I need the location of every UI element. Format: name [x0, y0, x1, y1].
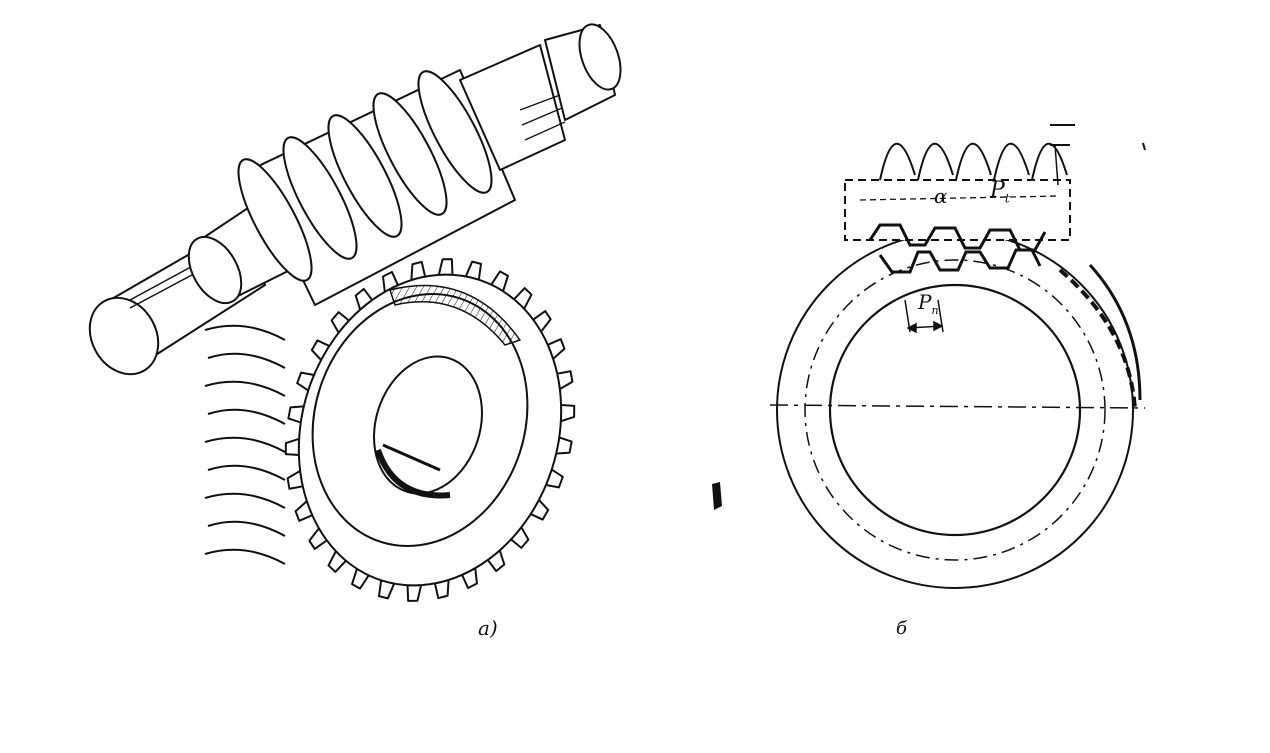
wheel-side-teeth: [204, 324, 286, 565]
worm-top-thread: [955, 142, 992, 181]
caption-right: б: [896, 618, 907, 639]
worm-top-thread: [993, 142, 1030, 181]
wheel-tooth: [284, 437, 301, 456]
worm-profile: [844, 124, 1075, 274]
wheel-tooth: [437, 258, 454, 276]
worm-wheel-teeth: [284, 258, 576, 602]
wheel-side-tooth: [207, 408, 286, 425]
wheel-side-tooth: [207, 464, 286, 481]
worm-shaft: [88, 23, 622, 376]
wheel-tooth: [406, 584, 423, 602]
wheel-side-tooth: [204, 492, 286, 509]
worm-thread: [417, 70, 493, 194]
axial-pitch-symbol: P: [990, 178, 1005, 203]
wheel-tooth: [559, 404, 576, 423]
normal-pitch-subscript: n: [931, 304, 939, 317]
wheel-side-tooth: [204, 548, 286, 565]
worm-top-thread: [917, 142, 954, 181]
normal-pitch-symbol: P: [918, 290, 932, 314]
wheel-side-tooth: [204, 436, 286, 453]
isometric-worm-gear-assembly: [88, 23, 622, 602]
worm-top-thread: [879, 142, 916, 181]
wheel-side-tooth: [204, 324, 286, 341]
wheel-side-tooth: [204, 380, 286, 397]
axial-pitch-label: Pt: [990, 178, 1010, 206]
worm-top-thread: [1031, 142, 1068, 181]
worm-thread: [282, 136, 358, 260]
ink-mark: [712, 482, 722, 510]
normal-pitch-label: Pn: [918, 292, 939, 316]
wheel-side-tooth: [207, 352, 286, 369]
pressure-angle-label: α: [934, 184, 948, 208]
worm-thread: [327, 114, 403, 238]
wheel-side-tooth: [207, 520, 286, 537]
worm-thread: [237, 158, 313, 282]
worm-thread: [372, 92, 448, 216]
normal-pitch-dimension: [904, 299, 944, 334]
worm-wheel: [204, 258, 576, 602]
worm-threads: [237, 70, 493, 282]
axial-pitch-subscript: t: [1004, 191, 1010, 206]
caption-left: a): [478, 616, 498, 640]
worm-wheel-section-view: [769, 124, 1146, 589]
